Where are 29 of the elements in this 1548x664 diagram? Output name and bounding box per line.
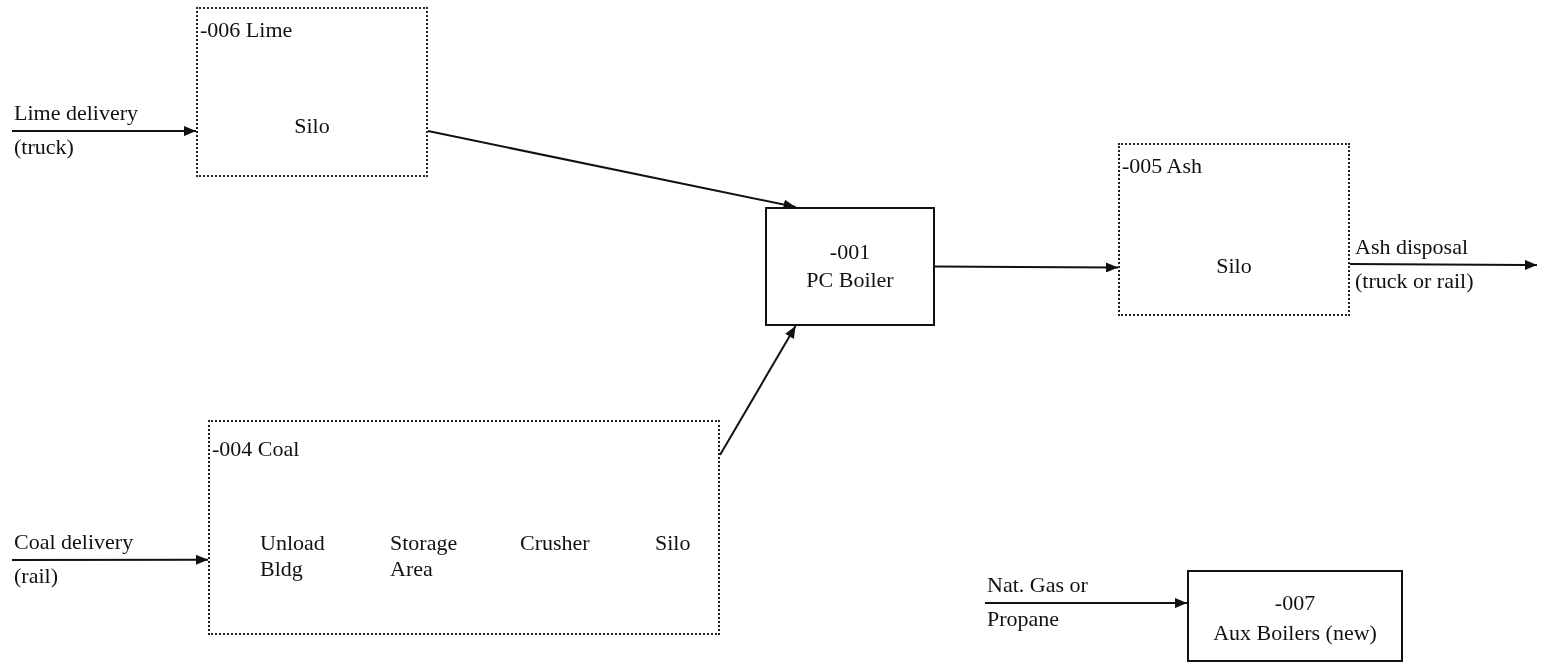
box-label: Unload Bldg bbox=[260, 530, 326, 582]
box-label: PC Boiler bbox=[805, 267, 895, 293]
box-label: -001 bbox=[828, 239, 872, 265]
box-label: Silo bbox=[1215, 253, 1253, 279]
boiler-box bbox=[1187, 570, 1403, 662]
box-label: -005 Ash bbox=[1122, 153, 1203, 179]
silo-box bbox=[1118, 143, 1350, 316]
edge-label: Lime delivery (truck) bbox=[14, 99, 139, 161]
edge-label: Ash disposal (truck or rail) bbox=[1355, 233, 1475, 295]
box-label: Crusher bbox=[520, 530, 591, 556]
boiler-box bbox=[765, 207, 935, 326]
box-label: -007 bbox=[1273, 590, 1317, 616]
box-label: Aux Boilers (new) bbox=[1212, 620, 1378, 646]
arrow bbox=[984, 598, 1188, 609]
silo-box bbox=[196, 7, 428, 177]
box-heading: -004 Coal bbox=[212, 436, 300, 462]
edge-label: Coal delivery (rail) bbox=[14, 528, 135, 590]
box-label: Silo bbox=[293, 113, 331, 139]
arrow bbox=[427, 130, 797, 210]
box-label: -006 Lime bbox=[200, 17, 293, 43]
arrow bbox=[934, 262, 1119, 273]
arrow bbox=[1349, 259, 1538, 270]
box-label: Storage Area bbox=[390, 530, 459, 582]
arrow bbox=[11, 126, 197, 137]
box-label: Silo bbox=[655, 530, 692, 556]
arrow bbox=[11, 554, 209, 565]
arrow bbox=[719, 325, 797, 457]
edge-label: Nat. Gas or Propane bbox=[987, 571, 1089, 633]
coal-handling-box bbox=[208, 420, 720, 635]
